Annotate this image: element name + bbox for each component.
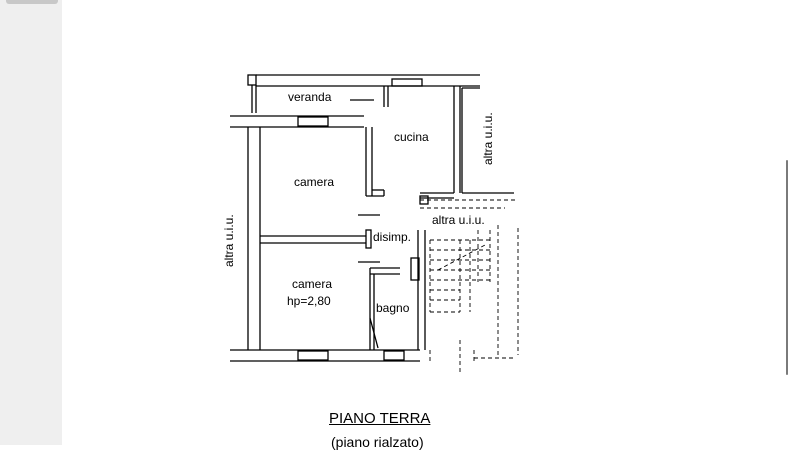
cucina-window: [391, 78, 423, 87]
veranda-corner: [247, 74, 257, 86]
adjacent-unit-left: altra u.i.u.: [222, 214, 236, 267]
room-label-camera-lower: camera: [292, 277, 332, 291]
side-panel-tab[interactable]: [6, 0, 58, 4]
room-height-camera-lower: hp=2,80: [287, 294, 331, 308]
plan-caption-subtitle: (piano rialzato): [331, 434, 424, 450]
scrollbar-thumb[interactable]: [786, 160, 788, 375]
room-label-cucina: cucina: [394, 130, 429, 144]
room-label-bagno: bagno: [376, 301, 410, 315]
room-label-camera-upper: camera: [294, 175, 334, 189]
plan-caption-title: PIANO TERRA: [329, 410, 431, 427]
camera-upper-window: [297, 116, 329, 127]
camera-lower-window: [297, 350, 329, 361]
room-label-veranda: veranda: [288, 90, 332, 104]
stair-outline: [420, 199, 519, 372]
bagno-window: [383, 350, 405, 361]
vertical-scrollbar[interactable]: [784, 0, 790, 445]
adjacent-unit-right-top: altra u.i.u.: [481, 112, 495, 165]
adjacent-unit-middle: altra u.i.u.: [432, 213, 485, 227]
room-label-disimp: disimp.: [373, 230, 411, 244]
left-side-panel: [0, 0, 62, 445]
